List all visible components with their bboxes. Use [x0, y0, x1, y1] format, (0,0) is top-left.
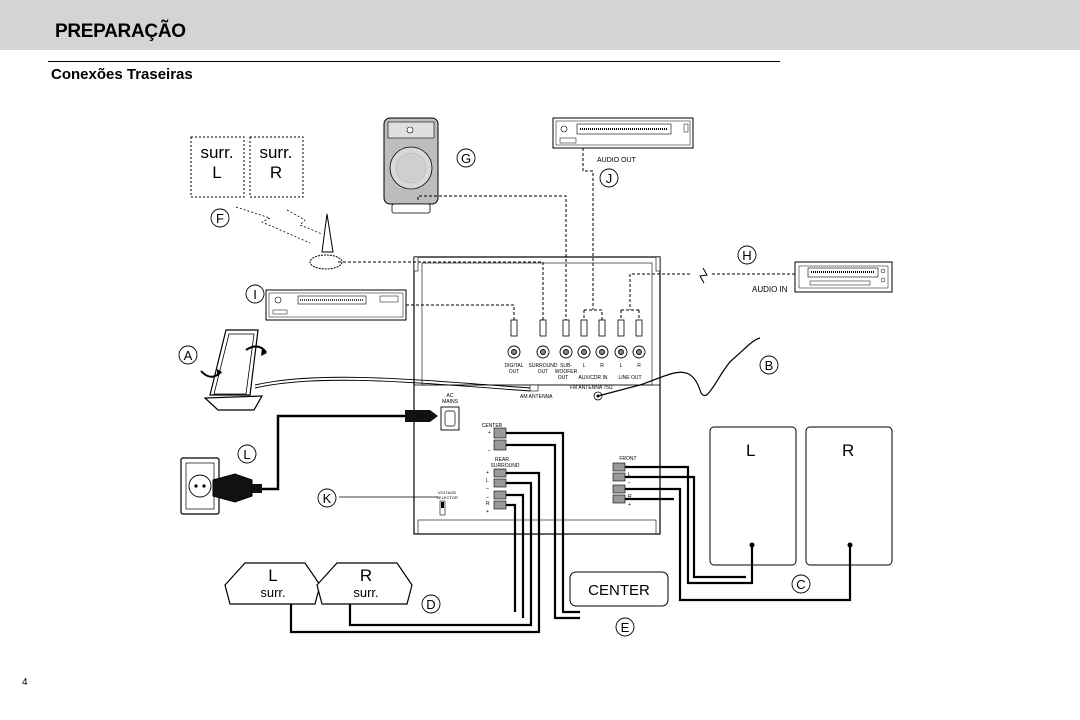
ac-mains-socket: AC MAINS	[440, 393, 460, 431]
line-r-label: R	[637, 363, 641, 369]
rear-speaker-left: L surr.	[224, 562, 321, 605]
am-loop-antenna-icon	[200, 329, 267, 411]
title-rule	[48, 61, 780, 62]
am-antenna-wire	[254, 376, 531, 389]
rear-speaker-right: R surr.	[316, 562, 413, 605]
digital-out-label-2: OUT	[509, 369, 520, 375]
svg-text:SURROUND: SURROUND	[491, 463, 520, 469]
front-right-label: R	[842, 441, 854, 460]
wireless-signal-lines	[235, 206, 323, 244]
line-out-label: LINE OUT	[618, 375, 641, 381]
line-l-label: L	[620, 363, 623, 369]
rear-left-bottom-label: surr.	[260, 585, 285, 600]
center-speaker: CENTER	[569, 571, 669, 607]
power-plug-icon	[212, 473, 262, 503]
svg-text:VOLTAGE: VOLTAGE	[438, 490, 457, 495]
svg-text:MAINS: MAINS	[442, 399, 459, 405]
rear-left-top-label: L	[268, 566, 277, 585]
signal-cables	[338, 148, 795, 320]
card-right-top-label: surr.	[259, 143, 292, 162]
front-left-label: L	[746, 441, 755, 460]
svg-text:REAR: REAR	[495, 457, 509, 463]
wall-socket-icon	[180, 457, 220, 515]
fm-antenna-label: FM ANTENNA 75Ω	[570, 385, 613, 391]
audio-in-label: AUDIO IN	[752, 285, 788, 294]
surround-speaker-card-right: surr. R	[249, 136, 304, 198]
rear-right-bottom-label: surr.	[353, 585, 378, 600]
svg-text:R: R	[628, 494, 632, 500]
callout-j: J	[606, 171, 613, 186]
svg-text:+: +	[486, 470, 489, 476]
am-antenna-terminal	[529, 384, 539, 392]
header-band	[0, 0, 1080, 50]
svg-text:CENTER: CENTER	[482, 423, 503, 429]
callout-i: I	[253, 287, 257, 302]
svg-text:–: –	[488, 448, 491, 454]
svg-text:SELECTOR: SELECTOR	[436, 495, 458, 500]
svg-text:R: R	[486, 501, 490, 507]
svg-text:–: –	[486, 486, 489, 492]
svg-text:L: L	[628, 472, 631, 478]
rca-jack-row	[507, 345, 646, 359]
fm-antenna-wire	[597, 337, 761, 397]
callout-h: H	[742, 248, 751, 263]
rear-right-top-label: R	[360, 566, 372, 585]
voltage-selector: VOLTAGE SELECTOR	[436, 490, 458, 516]
callout-d: D	[426, 597, 435, 612]
callout-a: A	[184, 348, 193, 363]
ac-connector-plug	[405, 410, 438, 422]
subwoofer-out-label-3: OUT	[558, 375, 569, 381]
subwoofer-speaker-icon	[383, 117, 439, 214]
am-antenna-label: AM ANTENNA	[520, 394, 553, 400]
callouts	[178, 148, 811, 637]
audio-out-label: AUDIO OUT	[597, 157, 637, 164]
card-left-top-label: surr.	[200, 143, 233, 162]
svg-text:AC: AC	[447, 393, 454, 399]
svg-text:–: –	[628, 480, 631, 486]
cable-break-symbol	[699, 267, 708, 284]
page-title: PREPARAÇÃO	[55, 21, 186, 42]
front-speaker-right: R	[805, 426, 893, 566]
speaker-cables	[289, 431, 852, 634]
surround-speaker-card-left: surr. L	[190, 136, 245, 198]
svg-text:+: +	[628, 502, 631, 508]
digital-out-label-1: DIGITAL	[504, 363, 523, 369]
svg-text:–: –	[486, 495, 489, 501]
aux-cdr-in-label: AUX/CDR IN	[579, 375, 608, 381]
card-right-bottom-label: R	[270, 163, 282, 182]
card-left-bottom-label: L	[212, 163, 221, 182]
page-number: 4	[22, 677, 28, 688]
aux-r-label: R	[600, 363, 604, 369]
center-speaker-label: CENTER	[588, 582, 650, 599]
svg-text:FRONT: FRONT	[619, 456, 636, 462]
svg-text:L: L	[486, 478, 489, 484]
subwoofer-out-label-2: WOOFER	[555, 369, 578, 375]
transmitter-antenna-icon	[309, 213, 343, 270]
audio-out-device-icon	[552, 117, 694, 149]
surround-out-label-2: OUT	[538, 369, 549, 375]
callout-g: G	[461, 151, 471, 166]
callout-e: E	[621, 620, 630, 635]
subwoofer-out-label-1: SUB-	[560, 363, 572, 369]
svg-text:+: +	[488, 430, 491, 436]
callout-c: C	[796, 577, 805, 592]
front-speaker-left: L	[709, 426, 797, 566]
callout-l: L	[243, 447, 250, 462]
callout-b: B	[765, 358, 774, 373]
svg-text:+: +	[486, 509, 489, 515]
jack-labels: DIGITAL OUT SURROUND OUT SUB- WOOFER OUT…	[504, 363, 641, 381]
callout-k: K	[323, 491, 332, 506]
power-cord	[262, 414, 405, 491]
callout-f: F	[216, 211, 224, 226]
callout-labels: A B C D E F G H I J K L	[184, 151, 806, 635]
aux-l-label: L	[583, 363, 586, 369]
audio-in-device-icon	[794, 261, 893, 293]
digital-player-device-icon	[265, 289, 407, 321]
section-subtitle: Conexões Traseiras	[51, 66, 193, 83]
surround-out-label-1: SURROUND	[529, 363, 558, 369]
